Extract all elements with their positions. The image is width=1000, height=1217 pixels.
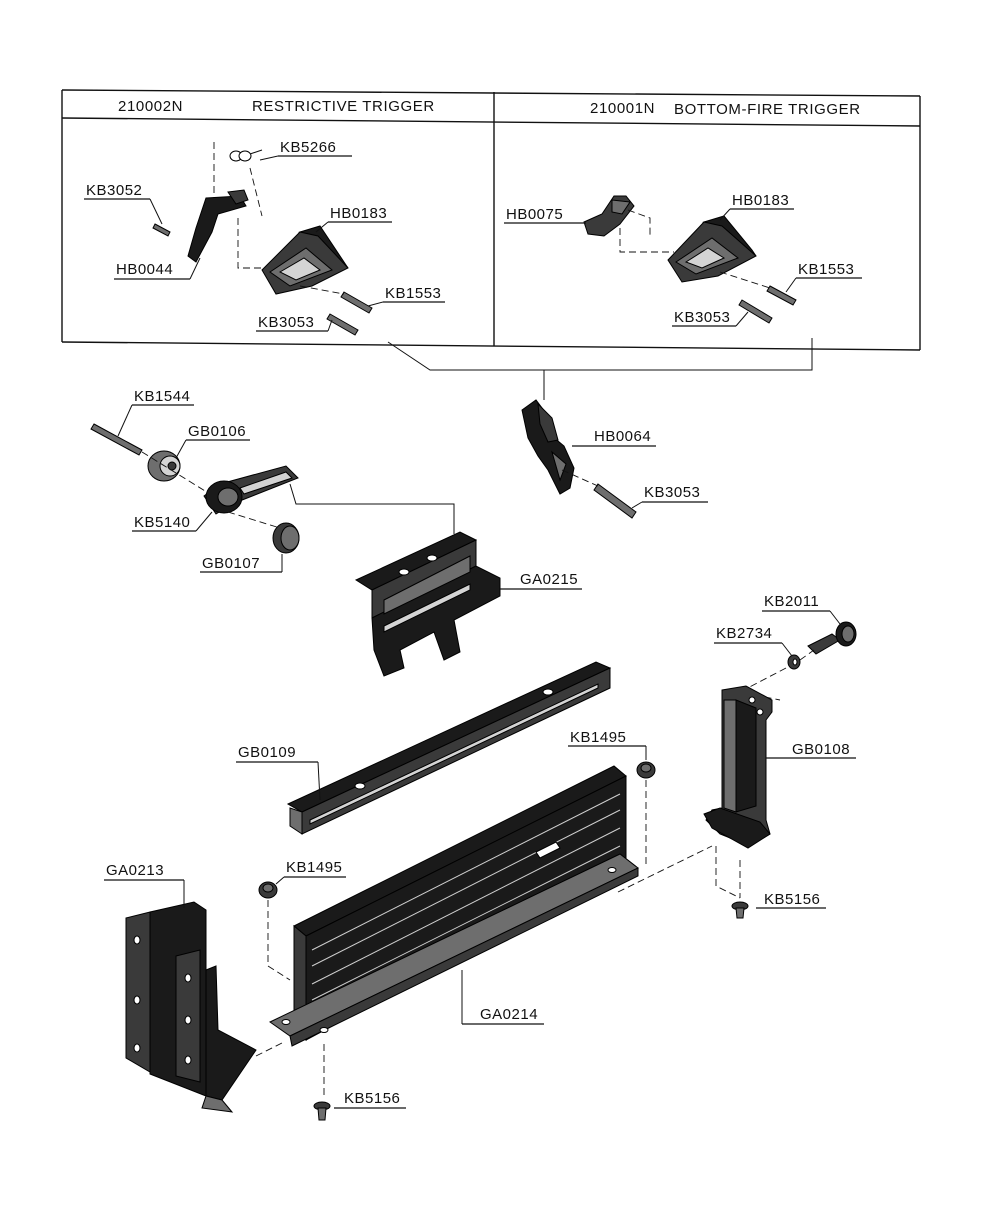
cap-part-gb0107: [272, 522, 300, 554]
pin-part-kb1553-right: [766, 285, 797, 306]
label-kb1553-left: KB1553: [385, 285, 441, 302]
label-gb0108: GB0108: [792, 741, 850, 758]
pin-part-kb1553-left: [340, 291, 373, 314]
lever-part-hb0044: [187, 189, 249, 263]
trigger-options-table: 210002N RESTRICTIVE TRIGGER 210001N BOTT…: [61, 89, 921, 351]
main-rail-part-ga0214: [269, 765, 639, 1047]
trigger-housing-part-hb0183-right: [667, 215, 757, 283]
screw-part-kb2011: [807, 621, 857, 655]
label-kb3053-mid: KB3053: [644, 484, 700, 501]
bracket-part-gb0108: [703, 685, 773, 849]
restrictive-trigger-title: RESTRICTIVE TRIGGER: [252, 98, 435, 115]
pin-part-kb3053-left: [326, 313, 359, 336]
label-kb5266: KB5266: [280, 139, 336, 156]
bottom-fire-trigger-assembly: HB0075 HB0183 KB1553 KB3053: [504, 192, 862, 327]
trigger-housing-part-hb0183-left: [261, 225, 349, 295]
label-gb0106: GB0106: [188, 423, 246, 440]
label-hb0044: HB0044: [116, 261, 173, 278]
label-kb2011: KB2011: [764, 593, 819, 610]
trigger-body-part-hb0064: [521, 399, 575, 495]
rail-part-gb0109: [286, 661, 612, 835]
end-block-part-ga0213: [125, 901, 257, 1113]
long-pin-part-kb1544: [90, 423, 143, 456]
label-kb3053-left: KB3053: [258, 314, 314, 331]
bottom-fire-trigger-code: 210001N: [590, 100, 655, 117]
label-kb5140: KB5140: [134, 514, 190, 531]
label-hb0183-left: HB0183: [330, 205, 387, 222]
trigger-part-hb0075: [583, 195, 635, 237]
bottom-fire-trigger-title: BOTTOM-FIRE TRIGGER: [674, 101, 861, 118]
pin-part-kb3052: [152, 223, 171, 237]
label-kb1544: KB1544: [134, 388, 190, 405]
label-ga0215: GA0215: [520, 571, 578, 588]
label-kb1553-right: KB1553: [798, 261, 854, 278]
nut-part-kb1495-right: [636, 761, 656, 779]
label-hb0075: HB0075: [506, 206, 563, 223]
carrier-part-ga0215: [354, 531, 501, 677]
bushing-part-gb0106: [147, 450, 181, 482]
restrictive-trigger-code: 210002N: [118, 98, 183, 115]
nut-part-kb1495-left: [258, 881, 278, 899]
torsion-spring-part-kb5140: [203, 465, 299, 515]
label-kb3053-right: KB3053: [674, 309, 730, 326]
pin-part-kb3053-right: [738, 299, 773, 324]
label-kb2734: KB2734: [716, 625, 772, 642]
label-kb5156-right: KB5156: [764, 891, 820, 908]
label-kb5156-bottom: KB5156: [344, 1090, 400, 1107]
restrictive-trigger-assembly: KB5266 KB3052 HB0044 HB0183: [84, 139, 445, 336]
label-kb1495-left: KB1495: [286, 859, 342, 876]
label-hb0183-right: HB0183: [732, 192, 789, 209]
pin-part-kb3053-mid: [593, 483, 637, 519]
label-kb1495-right: KB1495: [570, 729, 626, 746]
label-gb0109: GB0109: [238, 744, 296, 761]
label-ga0213: GA0213: [106, 862, 164, 879]
screw-part-kb5156-right: [731, 901, 749, 919]
screw-part-kb5156-bottom: [313, 1101, 331, 1121]
washer-part-kb2734: [787, 654, 801, 670]
label-hb0064: HB0064: [594, 428, 651, 445]
label-gb0107: GB0107: [202, 555, 260, 572]
spring-part-kb5266: [229, 149, 263, 162]
label-ga0214: GA0214: [480, 1006, 538, 1023]
label-kb3052: KB3052: [86, 182, 142, 199]
